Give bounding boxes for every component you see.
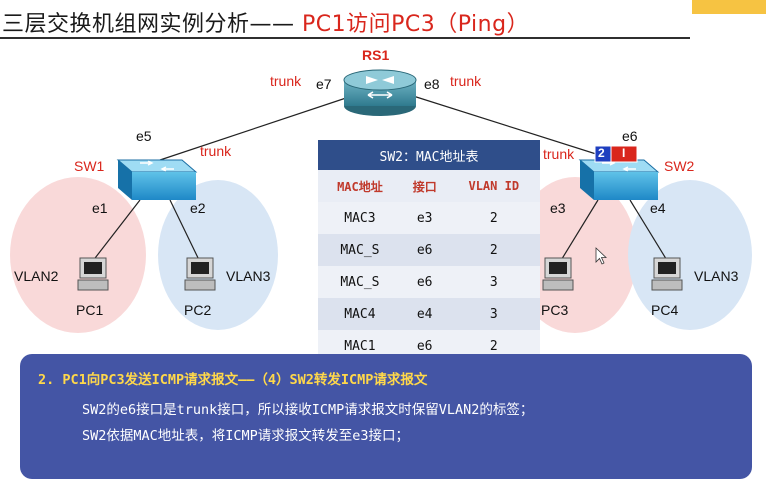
- table-row: MAC_S e6 2: [318, 234, 540, 266]
- title-bar: 三层交换机组网实例分析—— PC1访问PC3（Ping）: [0, 0, 766, 40]
- link-sw1-pc2: [169, 199, 201, 263]
- sw2-label: SW2: [664, 158, 695, 174]
- sw1-port-e5: e5: [136, 128, 152, 144]
- sw1-trunk-label: trunk: [200, 143, 232, 159]
- vlan3-zone-right: [628, 180, 752, 330]
- link-sw2-pc4: [629, 199, 669, 263]
- explanation-line-2: SW2依据MAC地址表，将ICMP请求报文转发至e3接口；: [82, 428, 410, 444]
- sw2-port-e3: e3: [550, 200, 566, 216]
- sw2-port-e4: e4: [650, 200, 666, 216]
- table-cell: MAC3: [318, 202, 402, 234]
- router-port-e8: e8: [424, 76, 440, 92]
- link-rs1-sw1: [159, 94, 356, 161]
- page-title: 三层交换机组网实例分析—— PC1访问PC3（Ping）: [2, 6, 529, 38]
- router-port-e7: e7: [316, 76, 332, 92]
- vlan2-zone-right: [513, 177, 637, 333]
- explanation-heading: 2. PC1向PC3发送ICMP请求报文——（4）SW2转发ICMP请求报文: [38, 372, 428, 388]
- tagged-frame: [594, 145, 638, 163]
- pc1-vlan: VLAN2: [14, 268, 59, 284]
- table-cell: e3: [401, 202, 448, 234]
- link-sw2-pc3: [559, 199, 599, 263]
- mac-table-header-vlan: VLAN ID: [447, 170, 540, 202]
- corner-accent: [692, 0, 766, 14]
- mac-table-header-port: 接口: [401, 170, 448, 202]
- sw1-label: SW1: [74, 158, 105, 174]
- explanation-line-1: SW2的e6接口是trunk接口，所以接收ICMP请求报文时保留VLAN2的标签…: [82, 402, 534, 418]
- table-row: MAC4 e4 3: [318, 298, 540, 330]
- mac-table-caption: SW2：MAC地址表: [318, 140, 540, 170]
- table-cell: MAC_S: [318, 266, 402, 298]
- table-cell: e6: [401, 266, 448, 298]
- link-rs1-sw2: [409, 94, 616, 161]
- switch-sw1-icon: [116, 159, 198, 200]
- sw1-port-e1: e1: [92, 200, 108, 216]
- sw1-port-e2: e2: [190, 200, 206, 216]
- title-main: 三层交换机组网实例分析——: [2, 12, 295, 37]
- mac-table-header-mac: MAC地址: [318, 170, 402, 202]
- router-icon: [343, 69, 417, 116]
- table-row: MAC_S e6 3: [318, 266, 540, 298]
- explanation-panel: 2. PC1向PC3发送ICMP请求报文——（4）SW2转发ICMP请求报文 S…: [20, 354, 752, 479]
- vlan3-zone-left: [158, 180, 278, 330]
- pc2-label: PC2: [184, 302, 212, 318]
- table-cell: e4: [401, 298, 448, 330]
- frame-tag-label: 2: [598, 146, 605, 160]
- table-cell: 3: [447, 266, 540, 298]
- pc2-vlan: VLAN3: [226, 268, 271, 284]
- table-cell: 3: [447, 298, 540, 330]
- frame-payload-label: I: [622, 146, 626, 160]
- mac-address-table: SW2：MAC地址表 MAC地址 接口 VLAN ID MAC3 e3 2 MA…: [318, 140, 540, 362]
- router-trunk-right: trunk: [450, 73, 482, 89]
- table-cell: MAC4: [318, 298, 402, 330]
- sw2-trunk-label: trunk: [543, 146, 575, 162]
- router-trunk-left: trunk: [270, 73, 302, 89]
- table-cell: 2: [447, 234, 540, 266]
- pc3-icon: [542, 257, 574, 291]
- pc4-icon: [651, 257, 683, 291]
- table-cell: e6: [401, 234, 448, 266]
- title-underline: [0, 37, 690, 39]
- title-highlight: PC1访问PC3（Ping）: [294, 12, 530, 37]
- pc4-label: PC4: [651, 302, 679, 318]
- switch-sw2-icon: [578, 159, 660, 200]
- table-row: MAC3 e3 2: [318, 202, 540, 234]
- pc1-icon: [77, 257, 109, 291]
- pc1-label: PC1: [76, 302, 104, 318]
- vlan2-zone-left: [10, 177, 146, 333]
- table-cell: MAC_S: [318, 234, 402, 266]
- pc4-vlan: VLAN3: [694, 268, 739, 284]
- cursor-icon: [595, 247, 608, 265]
- sw2-port-e6: e6: [622, 128, 638, 144]
- table-cell: 2: [447, 202, 540, 234]
- link-sw1-pc1: [91, 199, 141, 263]
- pc3-label: PC3: [541, 302, 569, 318]
- router-label: RS1: [362, 47, 390, 63]
- pc2-icon: [184, 257, 216, 291]
